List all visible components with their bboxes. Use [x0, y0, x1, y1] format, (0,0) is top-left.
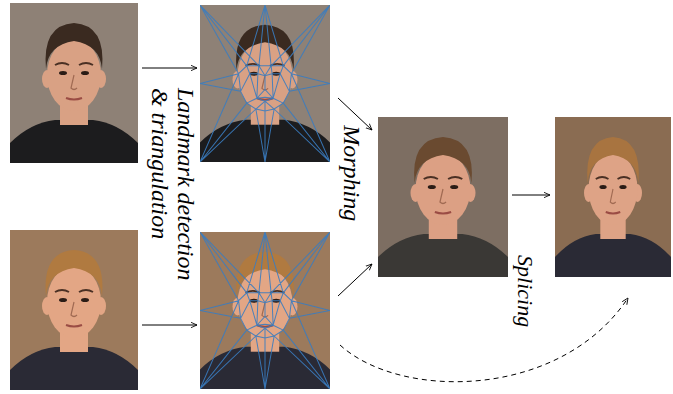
morphed-face: [378, 117, 508, 277]
step-label: Landmark detection & triangulation: [146, 87, 199, 302]
face-photo: [200, 232, 330, 389]
step-label: Morphing: [339, 125, 365, 265]
arrow: [142, 68, 197, 69]
landmark-mesh: [200, 5, 330, 162]
landmark-mesh: [200, 232, 330, 389]
spliced-face: [555, 117, 671, 277]
face-photo: [10, 3, 138, 163]
face-photo: [10, 230, 138, 390]
dashed-arrow: [340, 298, 628, 382]
arrow: [512, 195, 550, 196]
step-label: Splicing: [513, 255, 537, 375]
arrow: [338, 264, 372, 296]
arrows: [142, 68, 628, 382]
face-photo: [200, 5, 330, 162]
arrow: [142, 325, 197, 326]
